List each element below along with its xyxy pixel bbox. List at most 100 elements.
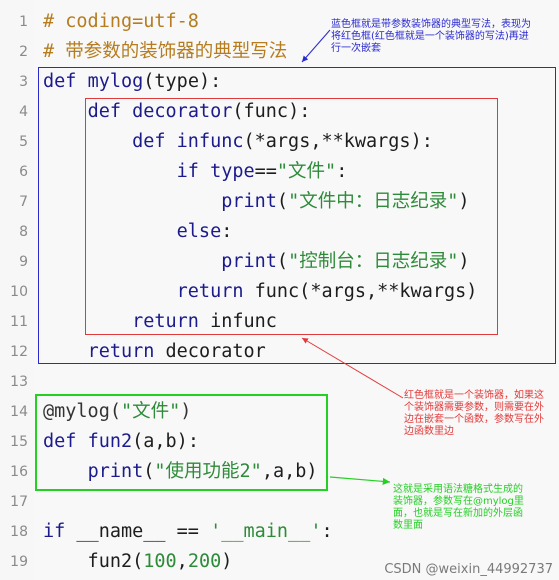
code-token: else	[176, 221, 222, 242]
line-number: 7	[19, 194, 28, 210]
line-number: 2	[19, 44, 28, 60]
code-token: return	[87, 341, 166, 362]
code-text: return func(*args,**kwargs)	[43, 277, 478, 307]
code-token: (type):	[143, 71, 222, 92]
code-line: 7 print("文件中：日志纪录")	[0, 187, 559, 217]
code-line: 18 if __name__ == '__main__':	[0, 517, 559, 547]
code-token: "文件中：日志纪录"	[288, 191, 459, 212]
code-token: ==	[254, 161, 277, 182]
code-token: fun2(	[43, 551, 144, 572]
code-text: else:	[43, 217, 233, 247]
code-token: print	[221, 251, 277, 272]
code-token: (	[143, 461, 155, 482]
code-text: def infunc(*args,**kwargs):	[43, 127, 433, 157]
line-number: 5	[19, 134, 28, 150]
code-token: (*args,**kwargs):	[243, 131, 433, 152]
blue-note: 蓝色框就是带参数装饰器的典型写法，表现为 将红色框(红色框就是一个装饰器的写法)…	[331, 19, 531, 54]
code-token: infunc	[210, 311, 277, 332]
code-token: @mylog(	[43, 401, 121, 422]
code-token: decorator	[132, 101, 233, 122]
code-token: )	[221, 551, 233, 572]
code-token: func(*args,**kwargs)	[254, 281, 478, 302]
line-number-gutter	[0, 0, 34, 580]
line-number: 14	[10, 404, 28, 420]
code-line: 19 fun2(100,200)	[0, 547, 559, 577]
code-token: (	[276, 191, 289, 212]
code-token: (a,b):	[132, 431, 199, 452]
code-text: print("使用功能2",a,b)	[43, 457, 318, 487]
code-token: print	[221, 191, 277, 212]
code-text: if type=="文件":	[43, 157, 348, 187]
code-line: 4 def decorator(func):	[0, 97, 559, 127]
line-number: 17	[10, 494, 28, 510]
code-token: def	[87, 101, 133, 122]
code-text: # coding=utf-8	[43, 7, 199, 37]
code-line: 10 return func(*args,**kwargs)	[0, 277, 559, 307]
line-number: 19	[10, 554, 28, 570]
code-token: decorator	[165, 341, 266, 362]
code-line: 6 if type=="文件":	[0, 157, 559, 187]
code-token: 100	[143, 551, 177, 572]
code-line: 1 # coding=utf-8	[0, 7, 559, 37]
line-number: 3	[19, 74, 28, 90]
code-token: "控制台：日志纪录"	[288, 251, 459, 272]
code-text: return infunc	[43, 307, 277, 337]
code-text: return decorator	[43, 337, 266, 367]
code-token: )	[458, 191, 470, 212]
line-number: 12	[10, 344, 28, 360]
code-token: if	[176, 161, 211, 182]
code-token: 200	[187, 551, 222, 572]
code-text: print("控制台：日志纪录")	[43, 247, 469, 277]
code-text: fun2(100,200)	[43, 547, 233, 577]
code-token: "使用功能2"	[154, 461, 262, 482]
code-token: "文件"	[120, 401, 181, 422]
code-token: def	[43, 71, 88, 92]
code-line: 3 def mylog(type):	[0, 67, 559, 97]
code-token: def	[43, 431, 88, 452]
code-token: infunc	[176, 131, 244, 152]
watermark: CSDN @weixin_44992737	[384, 562, 553, 577]
code-text: def decorator(func):	[43, 97, 311, 127]
code-text: @mylog("文件")	[43, 397, 191, 427]
code-line: 5 def infunc(*args,**kwargs):	[0, 127, 559, 157]
code-line: 12 return decorator	[0, 337, 559, 367]
code-line: 9 print("控制台：日志纪录")	[0, 247, 559, 277]
line-number: 13	[10, 374, 28, 390]
code-token: type	[210, 161, 255, 182]
code-token: :	[321, 521, 333, 542]
line-number: 4	[19, 104, 28, 120]
code-line: 13	[0, 367, 559, 397]
code-token: print	[87, 461, 144, 482]
code-token: )	[458, 251, 470, 272]
code-token: def	[132, 131, 177, 152]
red-note: 红色框就是一个装饰器，如果这 个装饰器需要参数，则需要在外 边在嵌套一个函数，参…	[404, 390, 544, 437]
code-token: return	[132, 311, 211, 332]
code-text: def fun2(a,b):	[43, 427, 199, 457]
line-number: 10	[10, 284, 28, 300]
code-line: 11 return infunc	[0, 307, 559, 337]
code-token: :	[336, 161, 348, 182]
line-number: 6	[19, 164, 28, 180]
code-token: :	[221, 221, 233, 242]
code-text: print("文件中：日志纪录")	[43, 187, 469, 217]
code-token: fun2	[87, 431, 133, 452]
code-line: 2 # 带参数的装饰器的典型写法	[0, 37, 559, 67]
code-line: 17	[0, 487, 559, 517]
line-number: 11	[10, 314, 28, 330]
code-token: )	[180, 401, 192, 422]
code-line: 16 print("使用功能2",a,b)	[0, 457, 559, 487]
line-number: 1	[19, 14, 28, 30]
code-text: if __name__ == '__main__':	[43, 517, 333, 547]
code-token: (	[276, 251, 289, 272]
red-highlight-box	[85, 98, 498, 335]
line-number: 9	[19, 254, 28, 270]
code-token: # 带参数的装饰器的典型写法	[43, 41, 288, 62]
line-number: 8	[19, 224, 28, 240]
line-number: 18	[10, 524, 28, 540]
code-token: mylog	[87, 71, 144, 92]
green-note: 这就是采用语法糖格式生成的 装饰器，参数写在@mylog里 面，也就是写在新加的…	[393, 484, 524, 531]
green-highlight-box	[35, 394, 328, 491]
code-token: __name__ ==	[76, 521, 211, 542]
code-token: ,a,b)	[261, 461, 318, 482]
